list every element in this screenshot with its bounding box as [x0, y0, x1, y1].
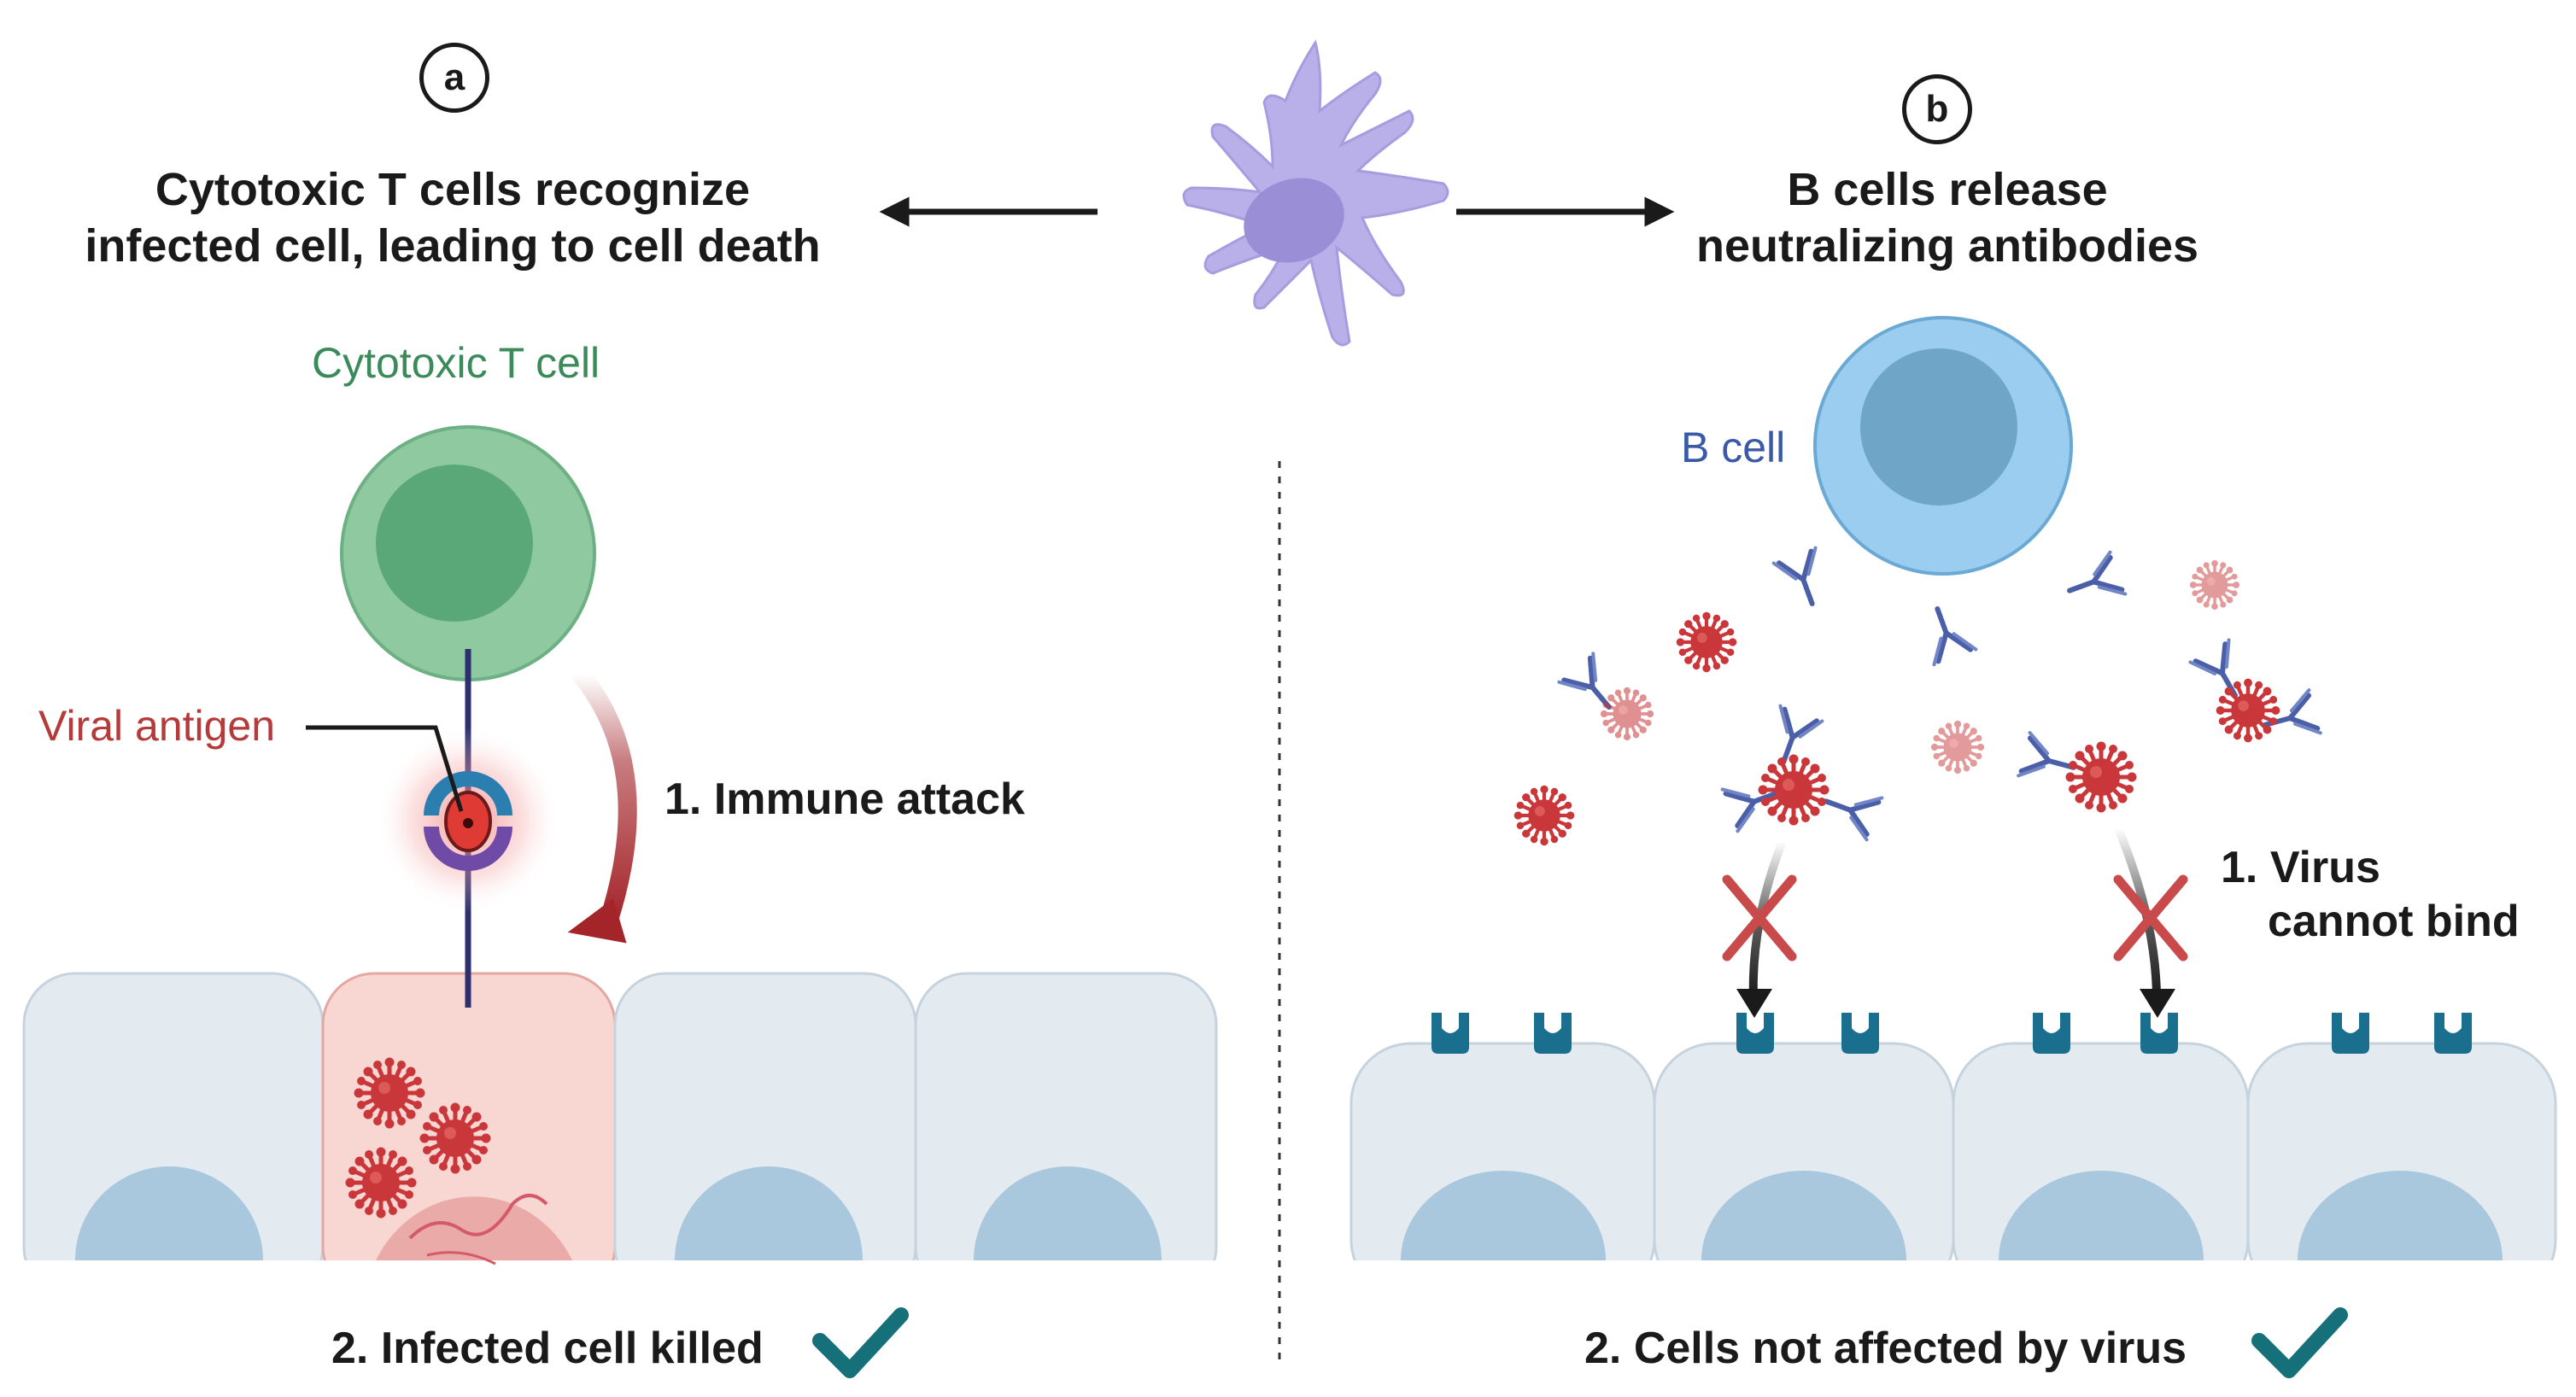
panel-b-title: B cells release neutralizing antibodies: [1546, 162, 2349, 275]
panel-a-title: Cytotoxic T cells recognize infected cel…: [51, 162, 854, 275]
panel-a-title-line1: Cytotoxic T cells recognize: [155, 164, 751, 215]
panel-b-title-line2: neutralizing antibodies: [1695, 219, 2199, 272]
blocked-arrow: [1722, 837, 1797, 1018]
panel-b-badge: b: [1902, 74, 1972, 144]
cells-not-affected-label: 2. Cells not affected by virus: [1584, 1324, 2187, 1373]
antigen-pointer: [306, 725, 464, 812]
epithelial-layer-b: [1345, 1042, 2562, 1312]
cytotoxic-t-cell: [340, 425, 596, 681]
infected-cell-killed-label: 2. Infected cell killed: [331, 1324, 764, 1373]
attack-arrow: [571, 665, 637, 932]
check-icon: [2251, 1307, 2348, 1378]
dendritic-cell: [1182, 39, 1449, 347]
check-icon: [812, 1307, 909, 1378]
t-cell-label: Cytotoxic T cell: [312, 339, 600, 387]
epithelial-layer-a: [17, 972, 1221, 1312]
b-cell: [1813, 316, 2073, 576]
panel-b-title-line1: B cells release: [1787, 164, 2108, 215]
blocked-arrow: [2113, 824, 2188, 1018]
viruses-b: [1514, 558, 2280, 845]
panel-a-badge: a: [419, 43, 489, 113]
tcr-antigen-complex: [424, 771, 512, 871]
immune-attack-label: 1. Immune attack: [664, 774, 1025, 824]
b-cell-label: B cell: [1681, 424, 1786, 471]
virus-cannot-bind-label: 1. Virus cannot bind: [2221, 841, 2520, 950]
virus-cannot-bind-line1: 1. Virus: [2221, 843, 2380, 892]
virus-cannot-bind-line2: cannot bind: [2268, 897, 2520, 947]
panel-a-title-line2: infected cell, leading to cell death: [85, 219, 821, 272]
viral-antigen-label: Viral antigen: [38, 702, 276, 750]
